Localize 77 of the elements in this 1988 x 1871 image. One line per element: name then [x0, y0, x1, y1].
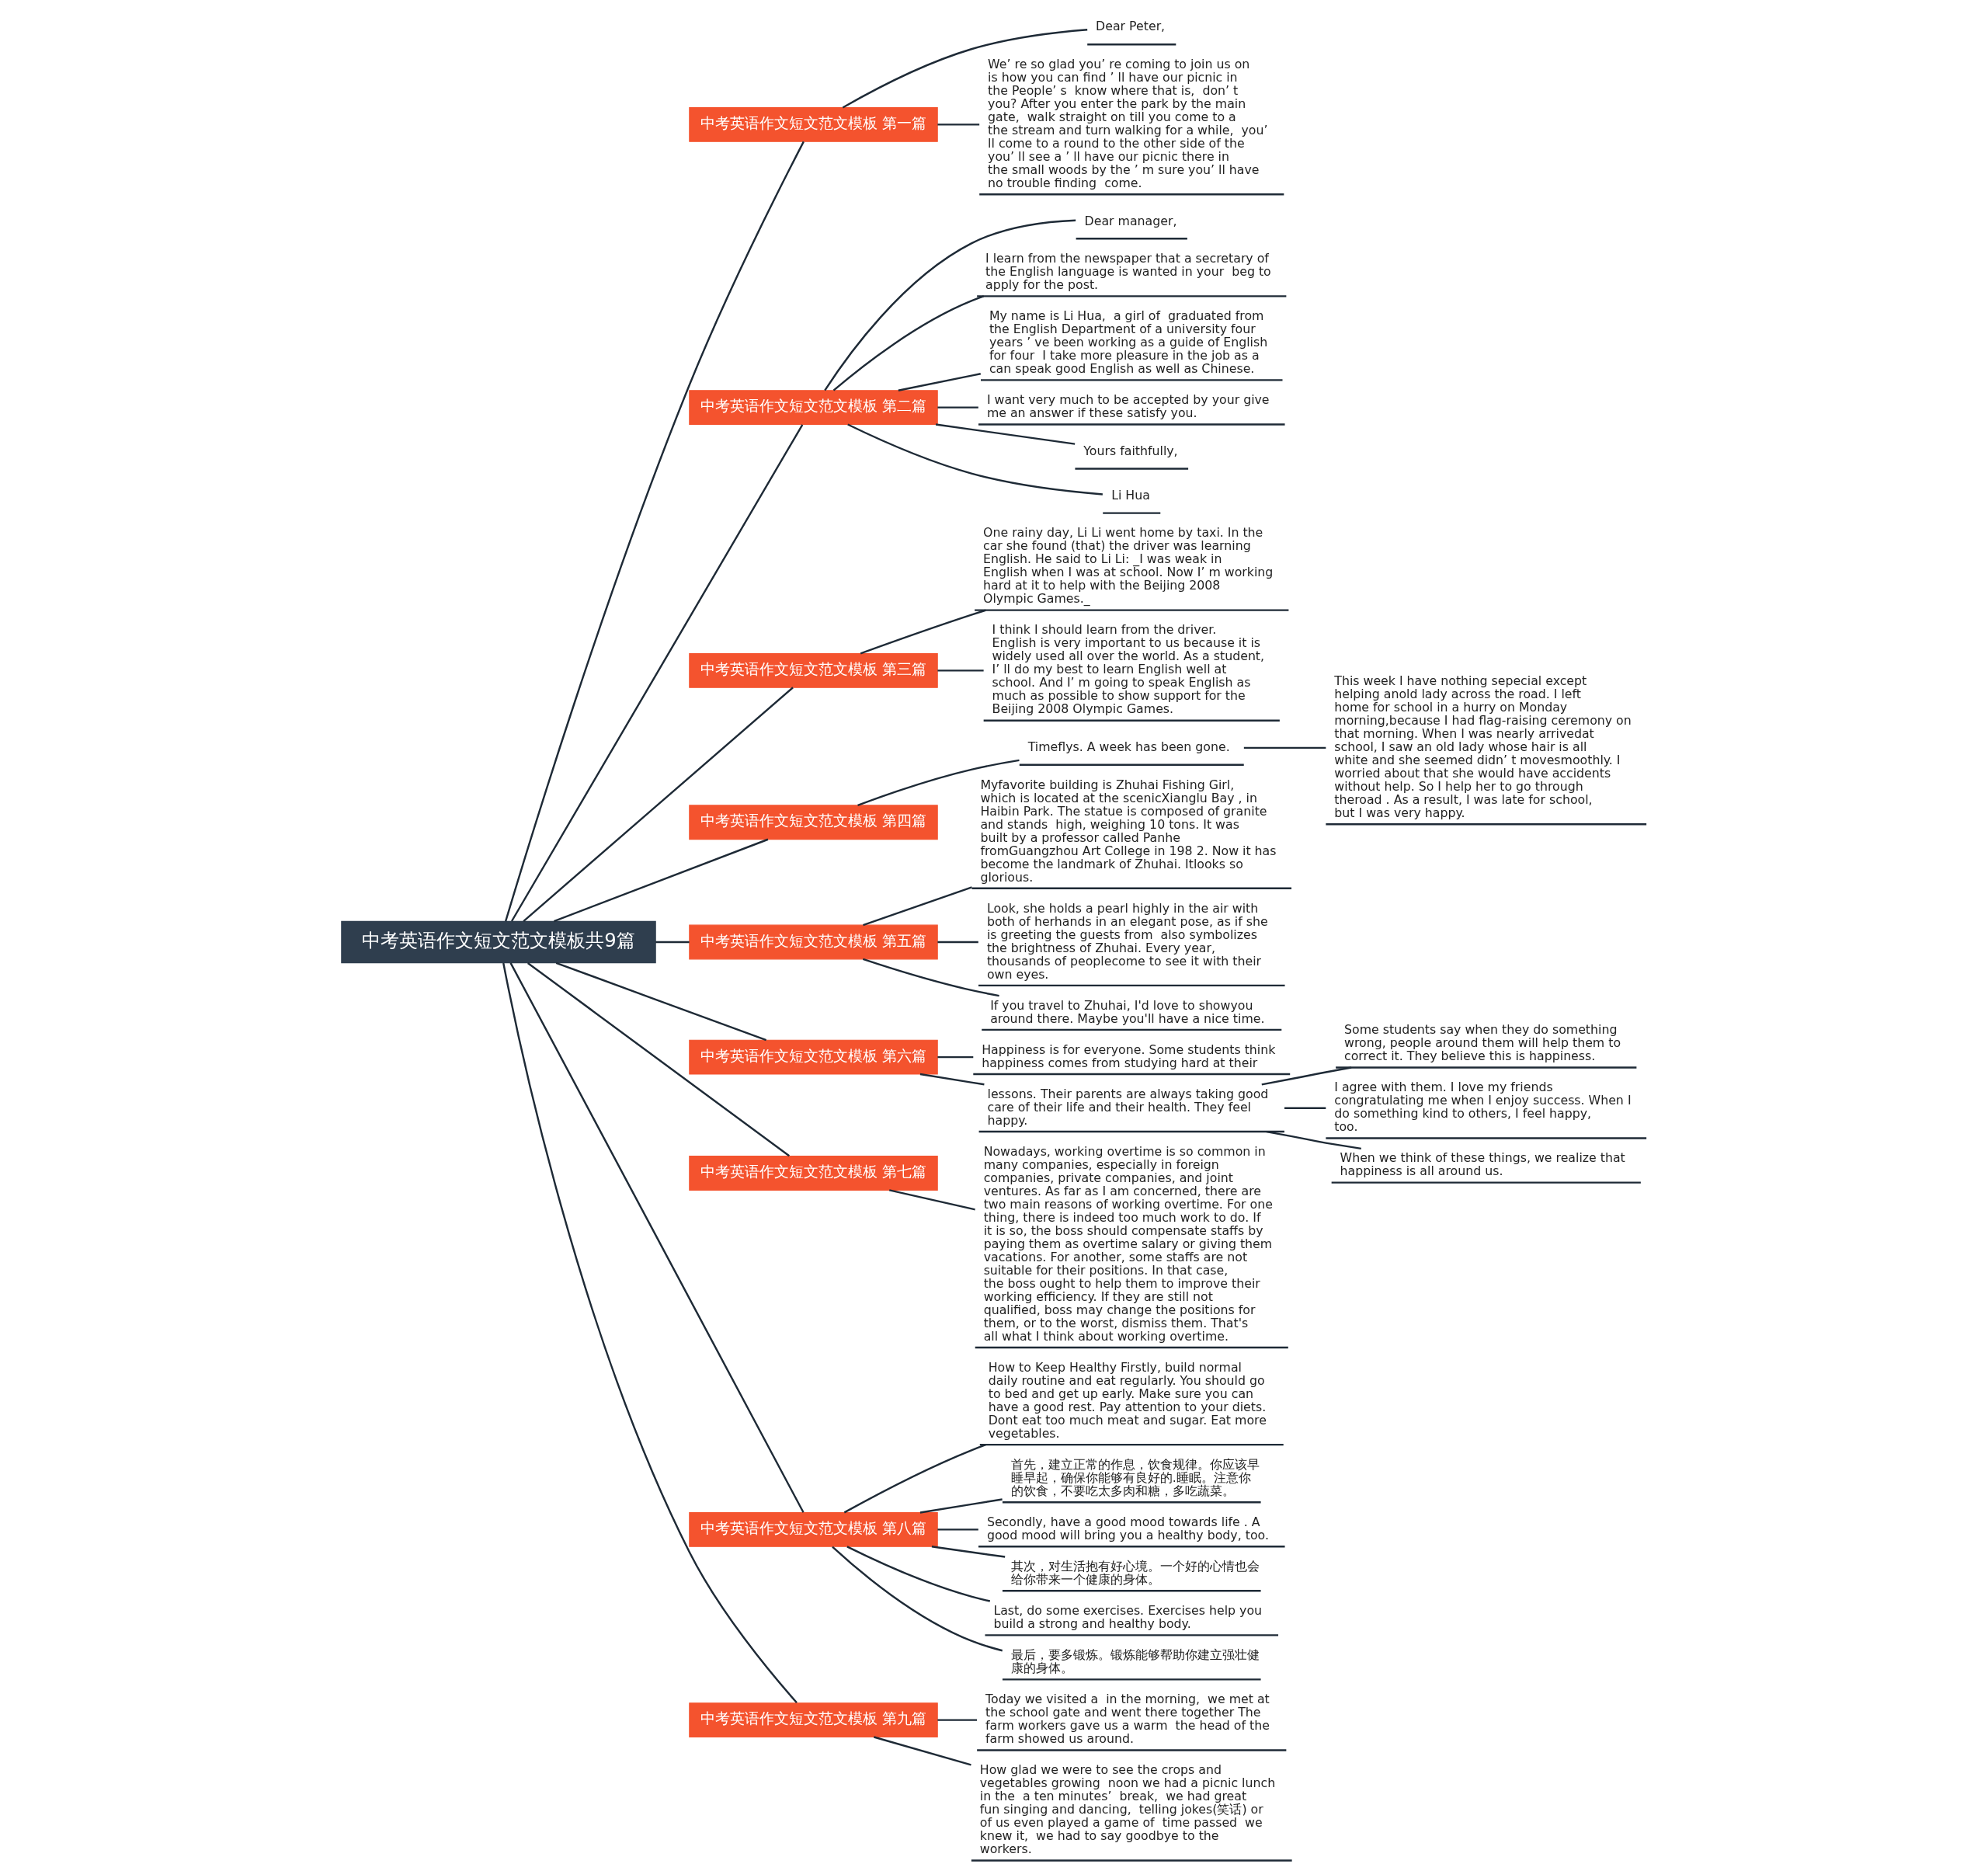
node-box: 中考英语作文短文范文模板 第五篇 — [689, 924, 938, 960]
node-text: 最后，要多锻炼。锻炼能够帮助你建立强壮健康的身体。 — [1010, 1647, 1260, 1676]
connector — [937, 1528, 978, 1531]
connector — [857, 759, 1020, 806]
node-text: Nowadays, working overtime is so common in many companies, especially in foreign companies, private companies, and joint ventures. As far as I am concerned, there are two main reasons of working overtime. For one thing, there is indeed too much work to do. If it is so, the boss should compensate staffs by paying them as overtime salary or giving them vacations. For another, some staffs are not suitable for their positions. In that case, the boss ought to help them to improve their working efficiency. If they are still not qualified, boss may change the positions for them, or to the worst, dismiss them. That's all what I think about working overtime. — [983, 1143, 1273, 1344]
connector — [847, 423, 1103, 496]
connector — [846, 1546, 991, 1602]
node-box: 中考英语作文短文范文模板 第四篇 — [689, 805, 938, 840]
connector — [509, 962, 805, 1513]
connector — [502, 962, 798, 1704]
node-box: 中考英语作文短文范文模板共9篇 — [341, 920, 656, 964]
connector — [931, 1546, 1006, 1558]
connector — [937, 1055, 974, 1059]
connector — [863, 886, 972, 927]
node-text: Li Hua — [1111, 487, 1150, 503]
connector — [862, 958, 999, 997]
node-box: 中考英语作文短文范文模板 第三篇 — [689, 652, 938, 688]
node-box: 中考英语作文短文范文模板 第八篇 — [689, 1511, 938, 1547]
connector — [937, 941, 978, 944]
node-text: lessons. Their parents are always taking good care of their life and their health. They feel happy. — [987, 1086, 1269, 1128]
connector — [1243, 746, 1326, 749]
node-box: 中考英语作文短文范文模板 第一篇 — [689, 106, 938, 142]
node-text: Look, she holds a pearl highly in the air with both of herhands in an elegant pose, as if she is greeting the guests from also symbolizes the brightness of Zhuhai. Every year, thousands of peoplecome to see it with their own eyes. — [986, 900, 1268, 982]
node-text: If you travel to Zhuhai, I'd love to showyou around there. Maybe you'll have a nice time. — [990, 997, 1265, 1026]
node-text: I think I should learn from the driver. English is very important to us because it is widely used all over the world. As a student, I’ ll do my best to learn English well at school. And I’ m going to speak English as much as possible to show support for the Beijing 2008 Olympic Games. — [992, 622, 1265, 717]
node-text: We’ re so glad you’ re coming to join us on is how you can find ’ ll have our picnic in the People’ s know where that is, don’ t you? After you enter the park by the main gate, walk straight on till you come to a the stream and turn walking for a while, you’ ll come to a round to the other side of the you’ ll see a ’ ll have our picnic there in the small woods by the ’ m sure you’ ll have no trouble finding come. — [988, 57, 1268, 191]
connector — [937, 669, 984, 672]
connector — [555, 962, 767, 1042]
connector — [1261, 1066, 1352, 1086]
connector — [937, 406, 978, 409]
connector — [1266, 1130, 1361, 1150]
connector — [935, 423, 1076, 445]
connector — [510, 424, 804, 922]
node-box: 中考英语作文短文范文模板 第二篇 — [689, 390, 938, 426]
node-text: Dear manager, — [1084, 213, 1177, 228]
connector — [937, 1719, 978, 1721]
node-text: Dear Peter, — [1096, 19, 1166, 34]
node-text: 首先，建立正常的作息，饮食规律。你应该早睡早起，确保你能够有良好的.睡眠。注意你的饮食，不要吃太多肉和糖，多吃蔬菜。 — [1010, 1456, 1260, 1498]
connector — [554, 838, 769, 923]
node-text: Timeflys. A week has been gone. — [1027, 739, 1230, 755]
connector — [832, 295, 985, 391]
node-text: Yours faithfully, — [1083, 443, 1178, 458]
connector — [842, 29, 1088, 109]
node-text: How glad we were to see the crops and vegetables growing noon we had a picnic lunch in the a ten minutes’ break, we had great fun singing and dancing, telling jokes(笑话) or of us even played a game of time passed we knew it, we had to say goodbye to the workers. — [979, 1762, 1276, 1857]
connector — [860, 609, 986, 655]
connector — [655, 941, 690, 944]
node-text: I learn from the newspaper that a secretary of the English language is wanted in your beg to apply for the post. — [985, 251, 1271, 293]
node-text: Some students say when they do something wrong, people around them will help them to correct it. They believe this is happiness. — [1344, 1022, 1621, 1064]
connector — [898, 373, 981, 391]
node-text: One rainy day, Li Li went home by taxi. In the car she found (that) the driver was learning English. He said to Li Li: _I was weak in English when I was at school. Now I’ m working hard at it to help with the Beijing 2008 Olympic Games._ — [983, 525, 1274, 607]
connector — [874, 1736, 971, 1766]
connector — [889, 1189, 975, 1211]
node-box: 中考英语作文短文范文模板 第七篇 — [689, 1156, 938, 1191]
node-text: Secondly, have a good mood towards life . A good mood will bring you a healthy body, too. — [986, 1515, 1269, 1542]
node-text: When we think of these things, we realize that happiness is all around us. — [1340, 1150, 1625, 1179]
node-text: Today we visited a in the morning, we met at the school gate and went there together The farm workers gave us a warm the head of the farm showed us around. — [985, 1692, 1270, 1747]
node-box: 中考英语作文短文范文模板 第九篇 — [689, 1702, 938, 1738]
connector — [527, 962, 791, 1157]
node-text: This week I have nothing sepecial except helping anold lady across the road. I left home for school in a hurry on Monday morning,because I had flag-raising ceremony on that morning. When I was nearly arrivedat school, I saw an old lady whose hair is all white and she seemed didn’ t movesmoothly. I worried about that she would have accidents without help. So I help her to go through theroad . As a result, I was late for school, but I was very happy. — [1334, 673, 1632, 821]
node-text: How to Keep Healthy Firstly, build normal daily routine and eat regularly. You should go to bed and get up early. Make sure you can have a good rest. Pay attention to your diets. Dont eat too much meat and sugar. Eat more vegetables. — [988, 1359, 1267, 1441]
connector — [1284, 1107, 1326, 1109]
connector — [843, 1444, 986, 1514]
node-text: I want very much to be accepted by your give me an answer if these satisfy you. — [986, 392, 1270, 421]
connector — [523, 687, 794, 923]
connector — [919, 1073, 985, 1086]
node-text: Myfavorite building is Zhuhai Fishing Girl, which is located at the scenicXianglu Bay , in Haibin Park. The statue is composed of granite and stands high, weighing 10 tons. It was built by a professor called Panhe fromGuangzhou Art College in 198 2. Now it has become the landmark of Zhuhai. Itlooks so glorious. — [980, 777, 1277, 885]
node-box: 中考英语作文短文范文模板 第六篇 — [689, 1039, 938, 1075]
connector — [832, 1546, 1003, 1652]
node-text: I agree with them. I love my friends congratulating me when I enjoy success. When I do something kind to others, I feel happy, too. — [1334, 1080, 1632, 1135]
node-text: My name is Li Hua, a girl of graduated from the English Department of a university four years ’ ve been working as a guide of English for four I take more pleasure in the job as a can speak good English as well as Chinese. — [989, 308, 1268, 377]
connector — [504, 141, 805, 922]
connector — [919, 1498, 1003, 1514]
node-text: 其次，对生活抱有好心境。一个好的心情也会给你带来一个健康的身体。 — [1010, 1559, 1260, 1588]
node-text: Happiness is for everyone. Some students think happiness comes from studying hard at their — [982, 1042, 1276, 1070]
node-text: Last, do some exercises. Exercises help you build a strong and healthy body. — [993, 1603, 1263, 1632]
connector — [937, 123, 980, 126]
connector — [824, 219, 1076, 391]
